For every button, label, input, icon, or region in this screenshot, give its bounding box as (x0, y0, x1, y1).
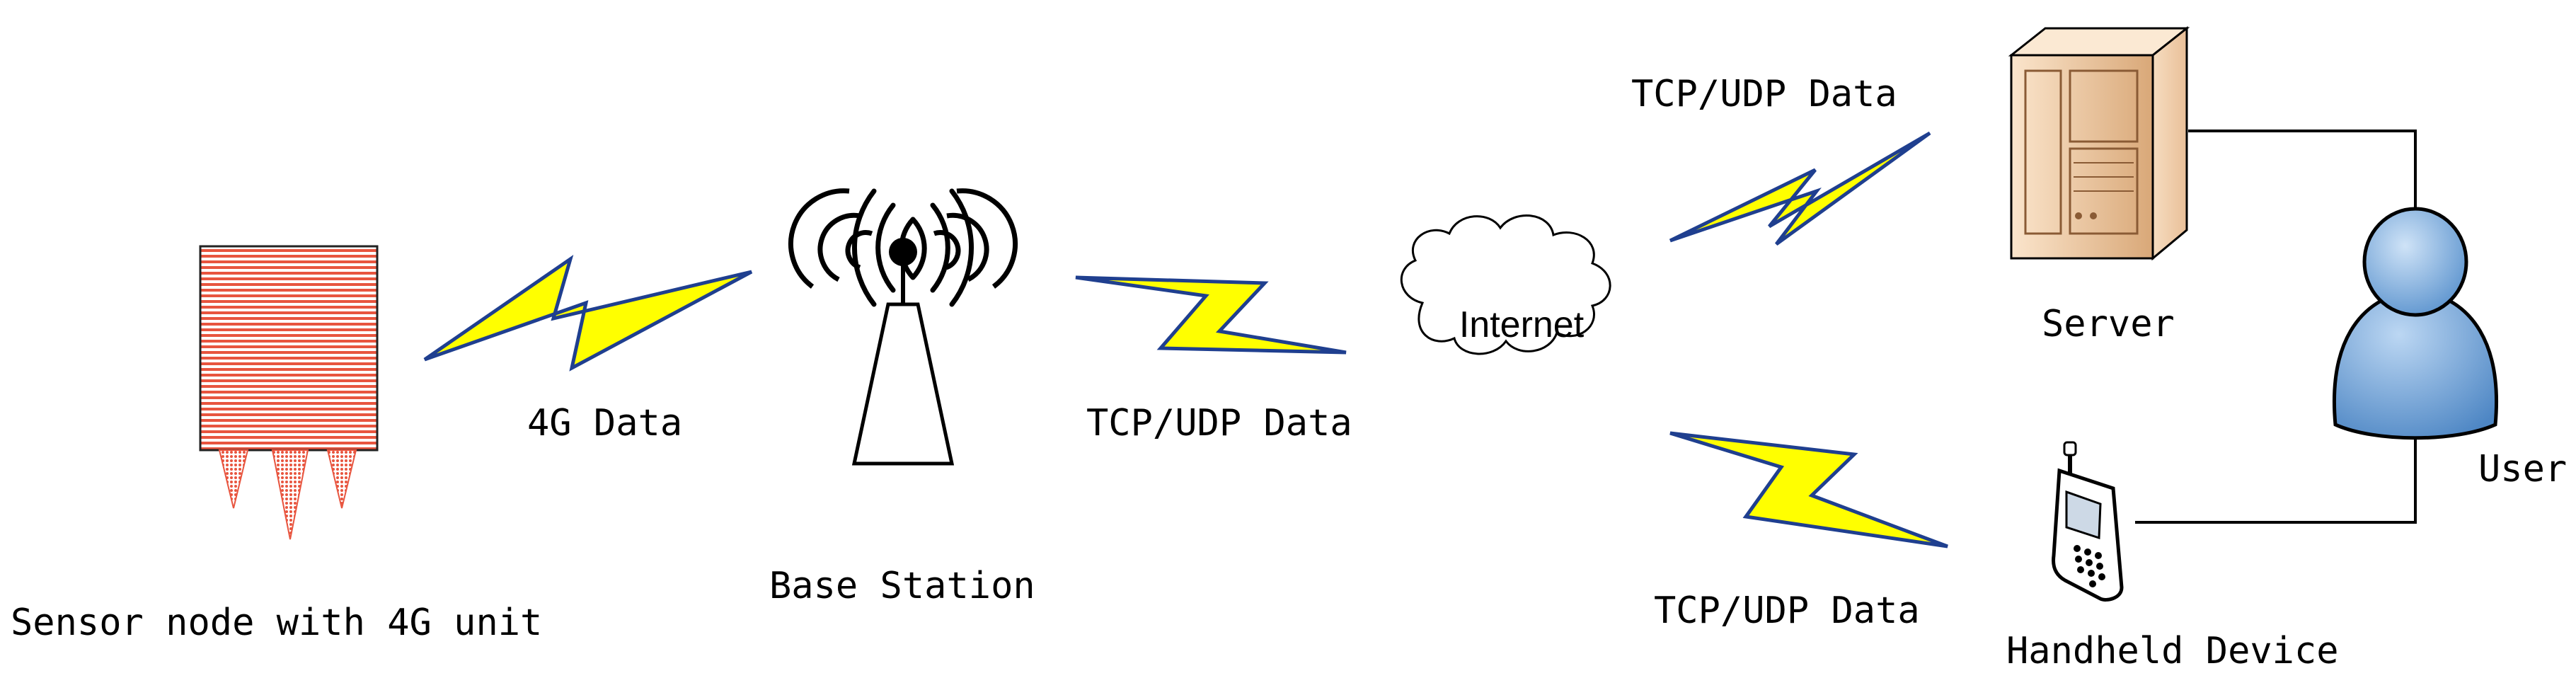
link-4g-label: 4G Data (527, 402, 682, 444)
lightning-bolt-icon (1669, 131, 1931, 246)
base-station-label: Base Station (769, 565, 1035, 607)
server-icon (2008, 25, 2190, 261)
server-user-connector (2188, 130, 2417, 212)
server-label: Server (2042, 303, 2175, 345)
antenna-tower-icon (852, 188, 974, 307)
user-label: User (2478, 448, 2567, 490)
lightning-bolt-icon (423, 254, 753, 372)
cloud-icon (1400, 214, 1611, 355)
sensor-label: Sensor node with 4G unit (11, 602, 542, 644)
internet-label: Internet (1459, 304, 1585, 345)
sensor-node-icon (199, 245, 379, 540)
mobile-phone-icon (2052, 441, 2124, 602)
user-icon (2333, 207, 2498, 440)
handheld-user-connector (2135, 433, 2417, 524)
antenna-mast (788, 188, 1018, 466)
lightning-bolt-icon (1669, 431, 1948, 548)
link-internet-server-label: TCP/UDP Data (1631, 73, 1897, 115)
lightning-bolt-icon (1075, 275, 1347, 355)
handheld-label: Handheld Device (2006, 630, 2339, 672)
link-bs-internet-label: TCP/UDP Data (1086, 402, 1352, 444)
link-internet-handheld-label: TCP/UDP Data (1654, 590, 1920, 632)
